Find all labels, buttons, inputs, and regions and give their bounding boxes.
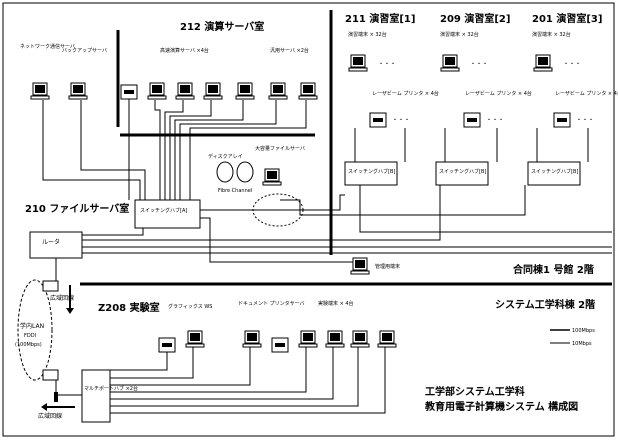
- printers-label: レーザビーム プリンタ × 4台: [555, 90, 618, 97]
- ellipsis: ・・・: [576, 117, 594, 124]
- switching-hub-b: [527, 161, 581, 186]
- computer-icon: [350, 330, 370, 348]
- computer-icon: [298, 82, 318, 100]
- printers-label: レーザビーム プリンタ × 4台: [465, 90, 532, 97]
- computer-icon: [440, 54, 460, 72]
- router: [29, 231, 83, 259]
- computer-icon: [235, 82, 255, 100]
- room-201-label: 201 演習室[3]: [532, 12, 602, 25]
- computer-icon: [68, 82, 88, 100]
- printers-label: レーザビーム プリンタ × 4台: [372, 90, 439, 97]
- printer-icon: [158, 337, 176, 353]
- printer-icon: [553, 112, 571, 128]
- fast-server-label: 高速演算サーバ ×4台: [160, 47, 209, 54]
- room-210-label: 210 ファイルサーバ室: [25, 202, 129, 215]
- fddi-router: [42, 280, 59, 292]
- printer-icon: [120, 84, 138, 100]
- ellipsis: ・・・: [563, 61, 581, 68]
- computer-icon: [348, 54, 368, 72]
- multiport-hub: [81, 369, 111, 423]
- network-server-label: ネットワーク通信サーバ: [20, 43, 75, 50]
- computer-icon: [325, 330, 345, 348]
- switch-a-label: スイッチングハブ[A]: [140, 207, 187, 214]
- switch-b-label: スイッチングハブ[B]: [531, 168, 578, 175]
- switch-b-label: スイッチングハブ[B]: [348, 168, 395, 175]
- fddi-label: FDDI: [24, 333, 36, 339]
- room-212-label: 212 演算サーバ室: [180, 20, 264, 33]
- cables: [42, 99, 307, 200]
- backup-server-label: バックアップサーバ: [62, 48, 107, 54]
- computer-icon: [262, 168, 282, 186]
- room-211-label: 211 演習室[1]: [345, 12, 415, 25]
- ellipsis: ・・・: [486, 117, 504, 124]
- switching-hub-b: [344, 161, 398, 186]
- lab-201: 演習端末 × 32台 ・・・ レーザビーム プリンタ × 4台 ・・・ スイッチ…: [527, 31, 618, 186]
- title-line1: 工学部システム工学科: [425, 385, 525, 398]
- fddi-speed-label: (100Mbps): [15, 342, 42, 348]
- computer-icon: [185, 330, 205, 348]
- room-z208-label: Z208 実験室: [98, 301, 160, 314]
- computer-icon: [242, 330, 262, 348]
- printer-icon: [463, 112, 481, 128]
- computer-icon: [203, 82, 223, 100]
- ellipsis: ・・・: [470, 61, 488, 68]
- title-line2: 教育用電子計算機システム 構成図: [424, 400, 578, 413]
- document-printer-label: ドキュメント プリンタサーバ: [238, 300, 305, 307]
- legend-slow-label: 10Mbps: [572, 341, 592, 347]
- computer-icon: [533, 54, 553, 72]
- general-server-label: 汎用サーバ ×2台: [270, 47, 309, 54]
- computer-icon: [377, 330, 397, 348]
- lab-211: 演習端末 × 32台 ・・・ レーザビーム プリンタ × 4台 ・・・ スイッチ…: [344, 31, 439, 186]
- lan-label: 学内LAN: [20, 322, 44, 330]
- computer-icon: [147, 82, 167, 100]
- switching-hub-a: [134, 199, 201, 229]
- disk-array-label: ディスクアレイ: [208, 153, 243, 160]
- multiport-hub-label: マルチポートハブ ×2台: [84, 385, 138, 392]
- computer-icon: [268, 82, 288, 100]
- ellipsis: ・・・: [392, 117, 410, 124]
- computer-icon: [298, 330, 318, 348]
- building-godo-label: 合同棟1 号館 2階: [512, 263, 594, 276]
- terminals-label: 演習端末 × 32台: [348, 31, 387, 38]
- lab-209: 演習端末 × 32台 ・・・ レーザビーム プリンタ × 4台 ・・・ スイッチ…: [435, 31, 532, 186]
- management-terminal-label: 管理用端末: [375, 263, 400, 270]
- disk-icon: [236, 161, 254, 183]
- computer-icon: [175, 82, 195, 100]
- switching-hub-b: [435, 161, 489, 186]
- big-file-server-label: 大容量ファイルサーバ: [255, 145, 305, 152]
- terminals-label: 演習端末 × 32台: [532, 31, 571, 38]
- cables: [82, 185, 612, 263]
- fddi-router: [42, 369, 59, 381]
- cables: [110, 347, 386, 414]
- switch-b-label: スイッチングハブ[B]: [439, 168, 486, 175]
- wan-label: 広域回線: [38, 412, 62, 420]
- wan-label: 広域回線: [50, 294, 74, 302]
- fddi-ring: [17, 279, 53, 381]
- room-209-label: 209 演習室[2]: [440, 12, 510, 25]
- router-label: ルータ: [42, 238, 60, 246]
- printer-icon: [271, 337, 289, 353]
- experiment-terminals-label: 実験端末 × 4台: [318, 300, 354, 307]
- computer-icon: [350, 257, 370, 275]
- terminals-label: 演習端末 × 32台: [440, 31, 479, 38]
- computer-icon: [30, 82, 50, 100]
- printer-icon: [369, 112, 387, 128]
- building-sys-label: システム工学科棟 2階: [495, 298, 595, 311]
- legend-fast-label: 100Mbps: [572, 328, 595, 334]
- graphics-ws-label: グラフィックス WS: [168, 303, 212, 310]
- fibre-channel-label: Fibre Channel: [218, 188, 252, 194]
- disk-icon: [216, 161, 234, 183]
- ellipsis: ・・・: [378, 61, 396, 68]
